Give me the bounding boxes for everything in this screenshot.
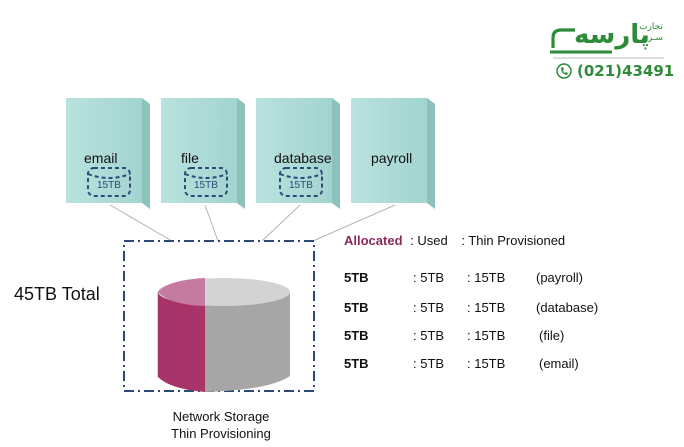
storage-caption-line1: Network Storage xyxy=(172,409,270,424)
legend-header: Allocated : Used : Thin Provisioned xyxy=(344,233,565,248)
storage-caption-line2: Thin Provisioning xyxy=(171,426,271,441)
brand-subtitle-line2: سـرور xyxy=(639,33,663,43)
disk-label-database: 15TB xyxy=(289,180,313,191)
legend-thin: : Thin Provisioned xyxy=(461,233,566,248)
row-file-allocated: 5TB xyxy=(344,328,369,343)
brand-logo-text: پارسه xyxy=(574,20,651,50)
disk-email xyxy=(87,167,131,197)
row-payroll-thin: : 15TB xyxy=(467,270,506,285)
connector-email xyxy=(109,204,173,242)
cylinder-free-body xyxy=(205,292,290,392)
disk-label-email: 15TB xyxy=(97,180,121,191)
row-database-used: : 5TB xyxy=(413,300,445,315)
connector-file xyxy=(204,204,219,242)
server-label-email: email xyxy=(84,150,118,166)
brand-subtitle: تجارت سـرور xyxy=(627,22,663,44)
disk-file xyxy=(184,167,228,197)
logo-graphic xyxy=(550,28,664,59)
row-payroll-used: : 5TB xyxy=(413,270,445,285)
brand-subtitle-line1: تجارت xyxy=(639,22,663,32)
legend-allocated: Allocated xyxy=(344,233,403,248)
storage-total: 45TB Total xyxy=(14,284,100,304)
row-database-allocated: 5TB xyxy=(344,300,369,315)
row-payroll-name: (payroll) xyxy=(536,270,583,285)
row-file-used: : 5TB xyxy=(413,328,445,343)
row-file-name: (file) xyxy=(539,328,565,343)
legend-used: : Used xyxy=(410,233,448,248)
server-label-file: file xyxy=(181,150,199,166)
disk-label-file: 15TB xyxy=(194,180,218,191)
row-email-thin: : 15TB xyxy=(467,356,506,371)
phone-icon xyxy=(556,63,572,79)
connector-payroll xyxy=(312,204,396,242)
server-label-payroll: payroll xyxy=(371,150,413,166)
row-email-used: : 5TB xyxy=(413,356,445,371)
row-email-name: (email) xyxy=(539,356,579,371)
server-label-database: database xyxy=(274,150,332,166)
storage-cylinder xyxy=(157,278,290,392)
server-database xyxy=(256,98,340,209)
phone-number: (021)43491 xyxy=(577,62,675,80)
cylinder-used-body xyxy=(158,292,205,390)
connector-database xyxy=(261,204,301,242)
server-payroll xyxy=(351,98,435,209)
row-database-name: (database) xyxy=(536,300,599,315)
cylinder-used-top xyxy=(158,278,205,306)
row-payroll-allocated: 5TB xyxy=(344,270,369,285)
connector-lines xyxy=(109,204,396,242)
disk-database xyxy=(279,167,323,197)
row-file-thin: : 15TB xyxy=(467,328,506,343)
row-database-thin: : 15TB xyxy=(467,300,506,315)
row-email-allocated: 5TB xyxy=(344,356,369,371)
server-file xyxy=(161,98,245,209)
storage-caption: Network Storage Thin Provisioning xyxy=(154,408,288,442)
